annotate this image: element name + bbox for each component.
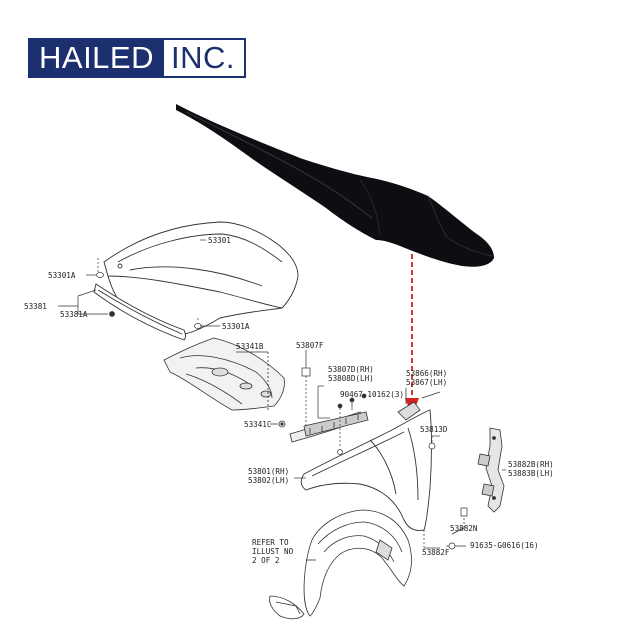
label-refer-3: 2 OF 2 (252, 556, 279, 565)
hood-leaders (58, 239, 220, 329)
label-53301a-top: 53301A (48, 271, 76, 280)
hood-insulator (163, 337, 285, 411)
hood-seal-strip (93, 283, 186, 341)
fender-seal-bracket (289, 411, 369, 443)
part-labels: 53301 53301A 53381 53381A 53301A 53341B … (24, 236, 554, 565)
bracket-leaders (301, 350, 367, 455)
label-53381a: 53381A (60, 310, 88, 319)
front-fender (300, 409, 432, 531)
side-bracket-leaders (446, 469, 506, 550)
label-53882b: 53882B(RH) (508, 460, 554, 469)
callout-arrow (405, 254, 419, 416)
label-53882n: 53882N (450, 524, 478, 533)
label-53381: 53381 (24, 302, 47, 311)
label-53801: 53801(RH) (248, 467, 289, 476)
label-53866: 53866(RH) (406, 369, 447, 378)
label-53301: 53301 (208, 236, 231, 245)
label-refer-2: ILLUST NO (252, 547, 294, 556)
label-53882f: 53882F (422, 548, 450, 557)
logo-text-hailed: HAILED (28, 38, 164, 78)
highlighted-seal-part (176, 104, 494, 267)
label-53301a-bottom: 53301A (222, 322, 250, 331)
logo-text-inc: INC. (163, 38, 246, 78)
label-53808d: 53808D(LH) (328, 374, 374, 383)
label-53867: 53867(LH) (406, 378, 447, 387)
label-refer-1: REFER TO (252, 538, 289, 547)
label-53341b: 53341B (236, 342, 264, 351)
label-53813d: 53813D (420, 425, 448, 434)
fender-liner (269, 509, 412, 620)
fender-leaders (294, 435, 440, 549)
company-logo: HAILED INC. (28, 38, 246, 78)
label-90467: 90467-10162(3) (340, 390, 404, 399)
fender-side-bracket (477, 427, 505, 513)
fender-bracket-small (397, 388, 441, 421)
label-53883b: 53883B(LH) (508, 469, 554, 478)
label-91635: 91635-G0616(16) (470, 541, 539, 550)
label-53341c: 53341C (244, 420, 271, 429)
insulator-clip (236, 351, 286, 428)
label-53807d: 53807D(RH) (328, 365, 374, 374)
label-53802: 53802(LH) (248, 476, 289, 485)
label-53807f: 53807F (296, 341, 324, 350)
